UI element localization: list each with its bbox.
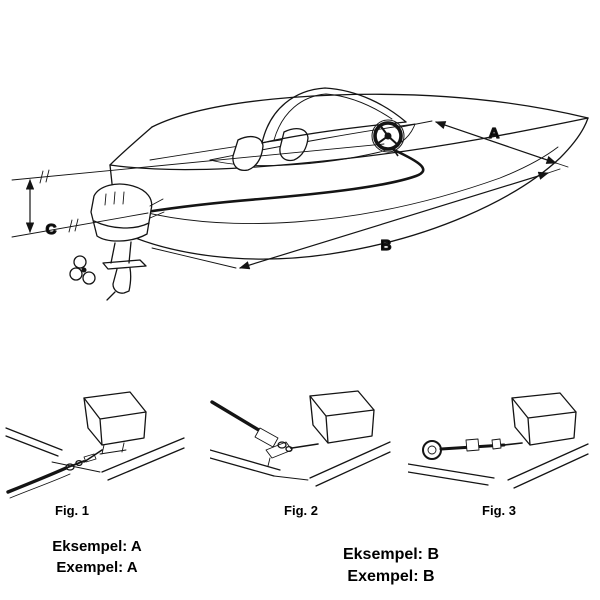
fig3-transom bbox=[408, 443, 589, 489]
example-b-line1: Eksempel: B bbox=[342, 546, 440, 563]
figure-3-caption: Fig. 3 bbox=[482, 503, 516, 518]
fig3-motor bbox=[511, 392, 577, 446]
steering-cable bbox=[143, 148, 425, 215]
fig2-motor bbox=[309, 390, 375, 444]
dimension-b: B bbox=[151, 168, 561, 270]
fig1-cable bbox=[6, 460, 85, 499]
fig2-transom bbox=[210, 441, 391, 487]
boat-overview-illustration: A B C bbox=[11, 87, 589, 301]
propeller bbox=[69, 255, 96, 285]
figure-2-illustration bbox=[210, 390, 391, 487]
example-a: Eksempel: A Exempel: A bbox=[32, 536, 162, 578]
dimension-a: A bbox=[395, 120, 569, 168]
fig3-cable-tube bbox=[439, 438, 523, 452]
equal-marks-upper bbox=[39, 169, 50, 184]
example-a-line2: Exempel: A bbox=[56, 559, 138, 576]
figure-1: Fig. 1 bbox=[4, 388, 186, 518]
fig3-grommet-ring bbox=[422, 440, 442, 460]
fig2-steering-link bbox=[265, 441, 319, 467]
example-a-line1: Eksempel: A bbox=[52, 538, 142, 555]
example-b: Eksempel: B Exempel: B bbox=[291, 544, 491, 588]
dimension-label-a: A bbox=[489, 125, 500, 142]
steering-wheel bbox=[371, 119, 405, 157]
outboard-motor bbox=[69, 183, 165, 301]
fig1-motor bbox=[83, 391, 147, 455]
example-b-line2: Exempel: B bbox=[347, 568, 435, 585]
dimension-c: C bbox=[11, 143, 385, 239]
dimension-label-b: B bbox=[381, 237, 392, 254]
fig1-transom bbox=[5, 427, 185, 481]
equal-marks-lower bbox=[68, 218, 79, 233]
dimension-label-c: C bbox=[46, 221, 57, 238]
figure-1-caption: Fig. 1 bbox=[55, 503, 89, 518]
figure-2-caption: Fig. 2 bbox=[284, 503, 318, 518]
fig1-steering-link bbox=[65, 449, 103, 471]
figure-3-illustration bbox=[408, 392, 589, 489]
figure-1-illustration bbox=[5, 391, 185, 499]
figure-3: Fig. 3 bbox=[408, 388, 590, 518]
figure-2: Fig. 2 bbox=[210, 388, 392, 518]
